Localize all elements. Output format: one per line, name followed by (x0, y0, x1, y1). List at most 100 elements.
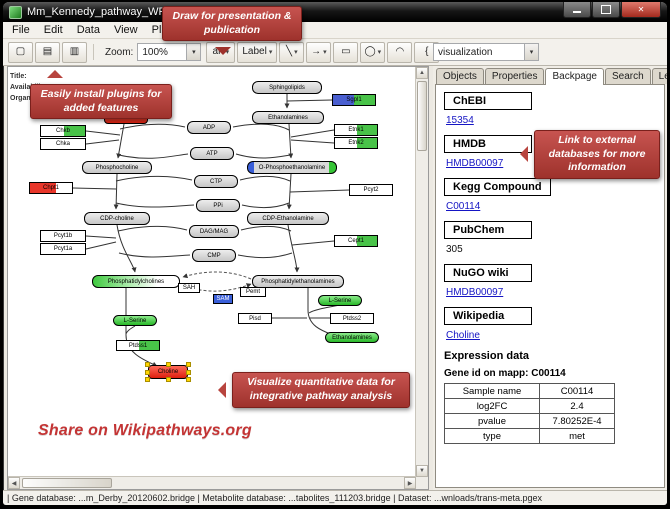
pathway-node[interactable]: Etnk1 (334, 124, 378, 136)
scroll-left-button[interactable]: ◀ (8, 477, 20, 489)
menu-item-edit[interactable]: Edit (43, 24, 63, 36)
tab-backpage[interactable]: Backpage (545, 68, 604, 85)
menu-item-file[interactable]: File (12, 24, 30, 36)
rectangle-tool-button[interactable]: ▭ (333, 41, 359, 63)
pathway-node[interactable]: CTP (194, 175, 238, 188)
pathway-node[interactable]: Chka (40, 138, 86, 150)
selection-handle[interactable] (145, 377, 150, 382)
title-bar[interactable]: Mm_Kennedy_pathway_WP1771_45176.gpml ✕ (3, 2, 667, 22)
pathway-node[interactable]: Etnk2 (334, 137, 378, 149)
panel-splitter[interactable] (429, 66, 433, 490)
pathway-node[interactable]: O-Phosphoethanolamine (247, 161, 337, 174)
line-tool-button[interactable]: ╲▾ (279, 41, 305, 63)
selection-handle[interactable] (166, 377, 171, 382)
backpage-link[interactable]: C00114 (446, 201, 481, 212)
selection-handle[interactable] (145, 370, 150, 375)
maximize-button[interactable] (592, 2, 620, 18)
visualization-combo[interactable]: visualization ▾ (433, 43, 539, 61)
visualization-value[interactable]: visualization (438, 46, 493, 58)
selection-handle[interactable] (186, 377, 191, 382)
pathway-info-label: Availability: (10, 84, 49, 91)
pathway-node[interactable]: Pisd (238, 313, 272, 324)
pathway-node[interactable]: Phosphatidylethanolamines (252, 275, 344, 288)
pathway-node[interactable]: Pcyt1a (40, 243, 86, 255)
tab-properties[interactable]: Properties (484, 68, 545, 84)
chevron-down-icon[interactable]: ▾ (186, 44, 201, 60)
pathway-edge (85, 235, 117, 239)
pathway-node[interactable]: Pcyt1b (40, 230, 86, 242)
table-cell: type (444, 428, 540, 444)
maximize-icon (601, 5, 611, 14)
pathway-node[interactable]: CDP-Ethanolamine (247, 212, 329, 225)
table-cell: log2FC (444, 398, 540, 414)
tab-legend[interactable]: Legend (651, 68, 667, 84)
tab-objects[interactable]: Objects (436, 68, 484, 84)
zoom-label: Zoom: (105, 46, 134, 58)
selection-handle[interactable] (166, 362, 171, 367)
backpage-link[interactable]: HMDB00097 (446, 158, 504, 169)
scroll-right-button[interactable]: ▶ (404, 477, 416, 489)
scroll-up-button[interactable]: ▲ (416, 67, 428, 79)
tab-search[interactable]: Search (604, 68, 651, 84)
label-tool-button[interactable]: Label▾ (237, 41, 278, 63)
chevron-down-icon: ▾ (377, 49, 382, 56)
window-controls: ✕ (562, 2, 661, 18)
pathway-node[interactable]: ADP (187, 121, 231, 134)
vertical-scroll-thumb[interactable] (417, 81, 427, 151)
zoom-value[interactable]: 100% (142, 46, 168, 58)
chevron-down-icon[interactable]: ▾ (524, 44, 538, 60)
pathway-node[interactable]: SAH (178, 283, 200, 293)
vertical-scrollbar[interactable]: ▲ ▼ (415, 67, 428, 477)
zoom-combo[interactable]: 100% ▾ (137, 43, 202, 61)
oval-tool-button[interactable]: ◯▾ (360, 41, 386, 63)
open-pathway-icon: ▤ (42, 46, 53, 57)
backpage-link[interactable]: Choline (446, 330, 480, 341)
pathway-edge (72, 187, 117, 190)
pathway-node[interactable]: L-Serine (318, 295, 362, 306)
pathway-node[interactable]: CMP (192, 249, 236, 262)
pathway-node[interactable]: Ethanolamines (325, 332, 379, 343)
pathway-node[interactable]: Sphingolipids (252, 81, 322, 94)
pathway-node[interactable]: Pcyt2 (349, 184, 393, 196)
pathway-node[interactable]: Ptdss2 (330, 313, 374, 324)
pathway-node[interactable]: DAG/MAG (189, 225, 239, 238)
selection-handle[interactable] (186, 362, 191, 367)
arc-tool-button[interactable]: ◠ (387, 41, 413, 63)
table-cell: C00114 (539, 383, 615, 399)
pathway-node[interactable]: Phosphatidylcholines (92, 275, 180, 288)
pathway-node[interactable]: Chpt1 (29, 182, 73, 194)
pathway-node[interactable]: Chkb (40, 125, 86, 137)
scroll-down-button[interactable]: ▼ (416, 465, 428, 477)
pathway-node[interactable]: L-Serine (113, 315, 157, 326)
save-pathway-button[interactable]: ▥ (62, 41, 87, 63)
pathway-node[interactable]: Sgpl1 (332, 94, 376, 106)
callout-arrow (215, 47, 231, 56)
open-pathway-button[interactable]: ▤ (35, 41, 60, 63)
pathway-node[interactable]: Ptdss1 (116, 340, 160, 351)
pathway-node[interactable]: SAM (213, 294, 233, 304)
backpage-link[interactable]: 15354 (446, 115, 474, 126)
pathway-info-label: Organism: (10, 95, 46, 102)
pathway-node[interactable]: Cept1 (334, 235, 378, 247)
pathway-node[interactable]: Pemt (240, 287, 266, 297)
new-pathway-button[interactable]: ▢ (8, 41, 33, 63)
menu-item-view[interactable]: View (113, 24, 138, 36)
pathway-node[interactable]: PPi (196, 199, 240, 212)
minimize-button[interactable] (563, 2, 591, 18)
arrow-tool-button[interactable]: →▾ (306, 41, 332, 63)
callout-text: Easily install plugins for added feature… (40, 88, 162, 114)
selection-handle[interactable] (186, 370, 191, 375)
selection-handle[interactable] (145, 362, 150, 367)
pathway-node[interactable]: CDP-choline (84, 212, 150, 225)
pathway-node[interactable]: Phosphocholine (82, 161, 152, 174)
menu-item-data[interactable]: Data (76, 24, 100, 36)
backpage-link[interactable]: HMDB00097 (446, 287, 504, 298)
pathway-node[interactable]: Ethanolamines (252, 111, 324, 124)
pathway-node[interactable]: ATP (190, 147, 234, 160)
close-button[interactable]: ✕ (621, 2, 661, 18)
horizontal-scroll-thumb[interactable] (22, 478, 112, 488)
backpage-header: Wikipedia (444, 307, 532, 325)
horizontal-scrollbar[interactable]: ◀ ▶ (8, 476, 416, 489)
